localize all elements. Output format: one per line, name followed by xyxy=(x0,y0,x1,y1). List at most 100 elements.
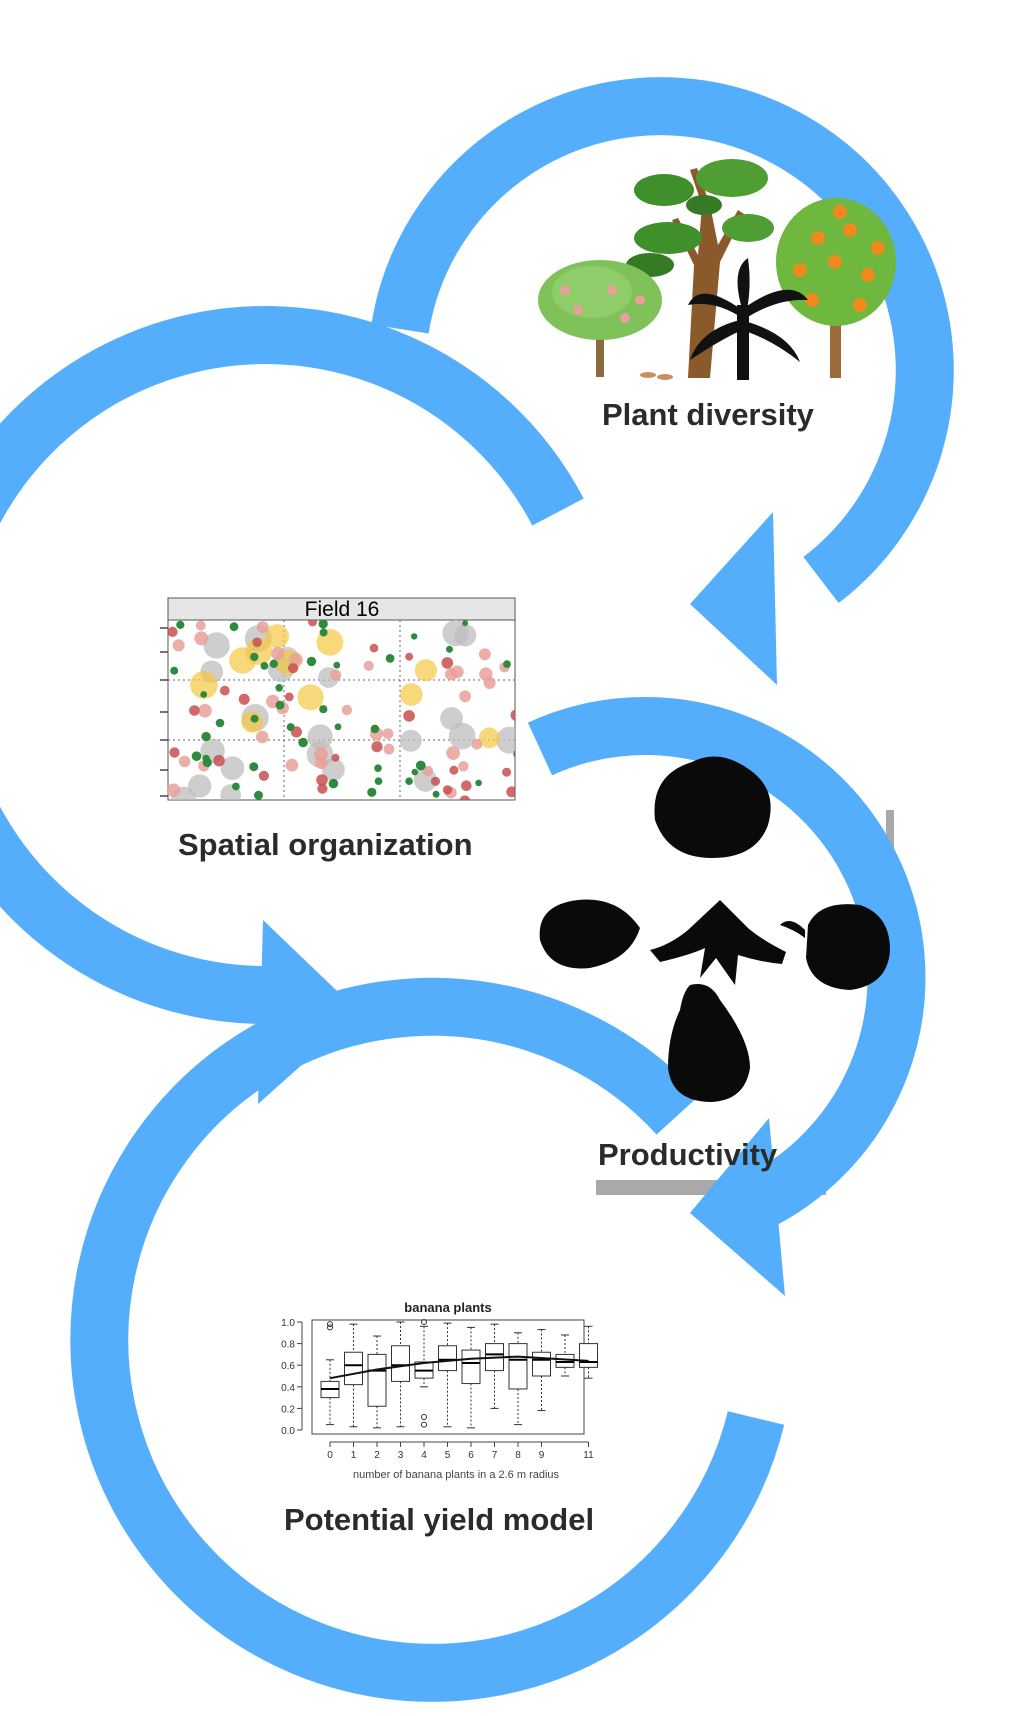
chart-title: banana plants xyxy=(404,1300,491,1315)
chart-box-5 xyxy=(438,1322,457,1428)
field-plant-dot xyxy=(328,778,339,789)
field-plant-dot xyxy=(167,626,178,638)
field-plant-dot xyxy=(459,690,471,703)
box-outlier xyxy=(421,1421,427,1428)
field-plant-dot xyxy=(265,624,289,649)
chart-x-tick-label: 8 xyxy=(515,1450,521,1461)
productivity-illustration xyxy=(539,756,890,1102)
chart-x-tick-label: 3 xyxy=(398,1450,404,1461)
field-plant-dot xyxy=(462,620,469,627)
box-body xyxy=(461,1349,481,1385)
field-plant-dot xyxy=(271,646,285,661)
field-plant-dot xyxy=(414,659,437,682)
field-plant-dot xyxy=(256,621,269,634)
pink-fruit-tree-icon xyxy=(538,260,673,380)
chart-x-label: number of banana plants in a 2.6 m radiu… xyxy=(353,1469,560,1481)
chart-x-tick-label: 0 xyxy=(327,1450,333,1461)
field-plant-dot xyxy=(255,730,269,744)
field-plant-dot xyxy=(252,637,262,648)
chart-boxes xyxy=(320,1319,598,1429)
field-plant-dot xyxy=(269,659,278,668)
field-plant-dot xyxy=(383,743,395,755)
field-plant-dot xyxy=(285,758,299,772)
box-outlier xyxy=(327,1324,333,1331)
field-plant-dot xyxy=(503,660,511,668)
arrow-productivity xyxy=(527,697,926,1296)
field-plant-dot xyxy=(430,776,441,786)
box-body xyxy=(579,1343,598,1368)
field-plant-dot xyxy=(369,643,379,653)
field-plant-dot xyxy=(238,693,250,705)
field-plant-dot xyxy=(415,760,426,771)
field-plant-dot xyxy=(322,758,345,781)
field-plant-dot xyxy=(446,645,453,653)
banana-plant-icon xyxy=(688,258,808,380)
label-spatial-organization: Spatial organization xyxy=(178,827,473,862)
field-plant-dot xyxy=(260,662,269,670)
box-outlier xyxy=(327,1321,333,1328)
grey-bar-right xyxy=(886,810,894,868)
field-plant-dot xyxy=(170,666,179,675)
field-plant-dot xyxy=(341,704,353,716)
field-plant-dot xyxy=(275,700,285,710)
chart-x-tick-label: 6 xyxy=(468,1450,474,1461)
field-plant-dot xyxy=(213,754,225,767)
field-plant-dot xyxy=(510,709,515,721)
box-outlier xyxy=(421,1319,427,1325)
field-plant-dot xyxy=(319,628,328,637)
field-plant-dot xyxy=(405,777,413,785)
field-plant-dot xyxy=(176,620,185,630)
chart-box-10 xyxy=(555,1334,575,1377)
field-plant-dot xyxy=(195,620,206,631)
field-map: Field 16 xyxy=(160,597,516,801)
box-outlier xyxy=(421,1414,427,1421)
field-plant-dot xyxy=(172,639,185,652)
field-plant-dot xyxy=(191,751,202,761)
chart-y-tick-label: 0.0 xyxy=(281,1426,295,1437)
box-body xyxy=(555,1353,575,1368)
field-plant-dot xyxy=(382,728,394,740)
field-plant-dot xyxy=(475,779,482,787)
field-plant-dot xyxy=(331,753,340,762)
box-body xyxy=(508,1343,528,1390)
field-plant-dot xyxy=(442,620,469,647)
chart-box-7 xyxy=(485,1323,504,1409)
field-plant-dot xyxy=(385,654,395,663)
orange-fruit-icon xyxy=(780,904,890,990)
field-plant-dot xyxy=(254,790,263,800)
field-plant-dot xyxy=(371,741,383,753)
field-plant-dot xyxy=(374,764,382,772)
field-map-title: Field 16 xyxy=(305,598,380,621)
field-plant-dot xyxy=(178,755,191,768)
field-plant-dot xyxy=(461,780,472,791)
box-body xyxy=(344,1351,363,1386)
field-plant-dot xyxy=(198,703,212,718)
chart-y-axis: 0.00.20.40.60.81.0 xyxy=(281,1318,303,1437)
field-plant-dot xyxy=(459,795,471,800)
field-plant-dot xyxy=(334,723,342,731)
chart-y-tick-label: 0.6 xyxy=(281,1361,295,1372)
field-plant-dot xyxy=(370,724,380,734)
chart-box-6 xyxy=(461,1326,481,1429)
field-plant-dot xyxy=(405,652,414,661)
chart-y-tick-label: 0.8 xyxy=(281,1340,295,1351)
field-plant-dot xyxy=(374,777,383,785)
chart-x-tick-label: 5 xyxy=(445,1450,451,1461)
chart-x-tick-label: 9 xyxy=(539,1450,545,1461)
field-plant-dot xyxy=(298,737,308,748)
field-plant-dot xyxy=(316,774,328,786)
chart-x-tick-label: 1 xyxy=(351,1450,357,1461)
banana-bunch-icon xyxy=(650,900,786,985)
chart-y-tick-label: 0.2 xyxy=(281,1404,295,1415)
field-axis-ticks xyxy=(160,627,168,797)
label-plant-diversity: Plant diversity xyxy=(602,397,814,432)
chart-box-8 xyxy=(508,1332,528,1426)
field-plant-dot xyxy=(367,787,377,797)
field-plant-dot xyxy=(241,711,263,733)
box-body xyxy=(367,1353,387,1407)
chart-box-0 xyxy=(320,1321,340,1426)
label-potential-yield-model: Potential yield model xyxy=(284,1502,595,1537)
